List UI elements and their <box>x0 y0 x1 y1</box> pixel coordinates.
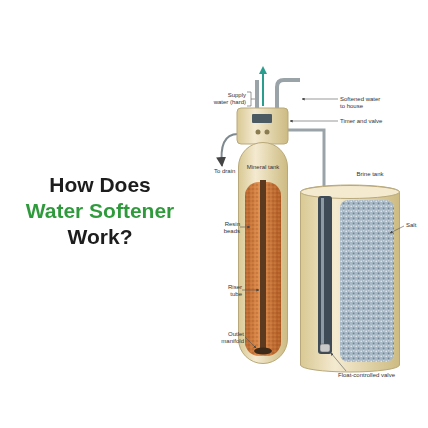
leader-line <box>290 121 338 122</box>
brine-well <box>318 196 332 354</box>
brine-pipe <box>321 198 324 348</box>
part-label: Riser tube <box>218 284 242 298</box>
part-label: Resin beads <box>214 221 240 235</box>
leader-line <box>331 353 346 371</box>
part-label: Float-controlled valve <box>338 372 408 379</box>
flow-arrow <box>262 70 264 106</box>
valve-knob <box>256 130 261 135</box>
leader-line <box>242 290 259 291</box>
tank-body <box>239 143 288 364</box>
leader-line <box>247 92 255 106</box>
valve-knob <box>265 130 270 135</box>
softened-pipe <box>277 80 300 110</box>
leader-line <box>390 226 404 233</box>
part-label: To drain <box>214 168 238 175</box>
leader-line <box>240 227 250 228</box>
drain-line <box>222 134 238 166</box>
tank-lid <box>301 186 400 199</box>
part-label: Supply water (hard) <box>212 92 246 106</box>
timer-display <box>252 114 272 123</box>
tank-body <box>301 185 400 372</box>
control-valve <box>237 108 288 144</box>
supply-pipe <box>255 80 259 110</box>
outlet-manifold <box>254 348 272 355</box>
part-label: Timer and valve <box>340 118 402 125</box>
part-label: Softened water to house <box>340 96 384 110</box>
part-label: Outlet manifold <box>214 331 244 345</box>
leader-line <box>245 337 256 348</box>
part-label: Salt <box>406 222 426 229</box>
leader-lines <box>240 92 404 371</box>
salt-bed <box>340 200 394 362</box>
float-valve <box>320 344 330 352</box>
tank-label: Mineral tank <box>241 164 285 171</box>
diagram-title: How Does Water Softener Work? <box>22 172 178 250</box>
riser-tube <box>260 180 266 350</box>
leader-line <box>302 99 338 100</box>
tank-label: Brine tank <box>340 171 400 178</box>
